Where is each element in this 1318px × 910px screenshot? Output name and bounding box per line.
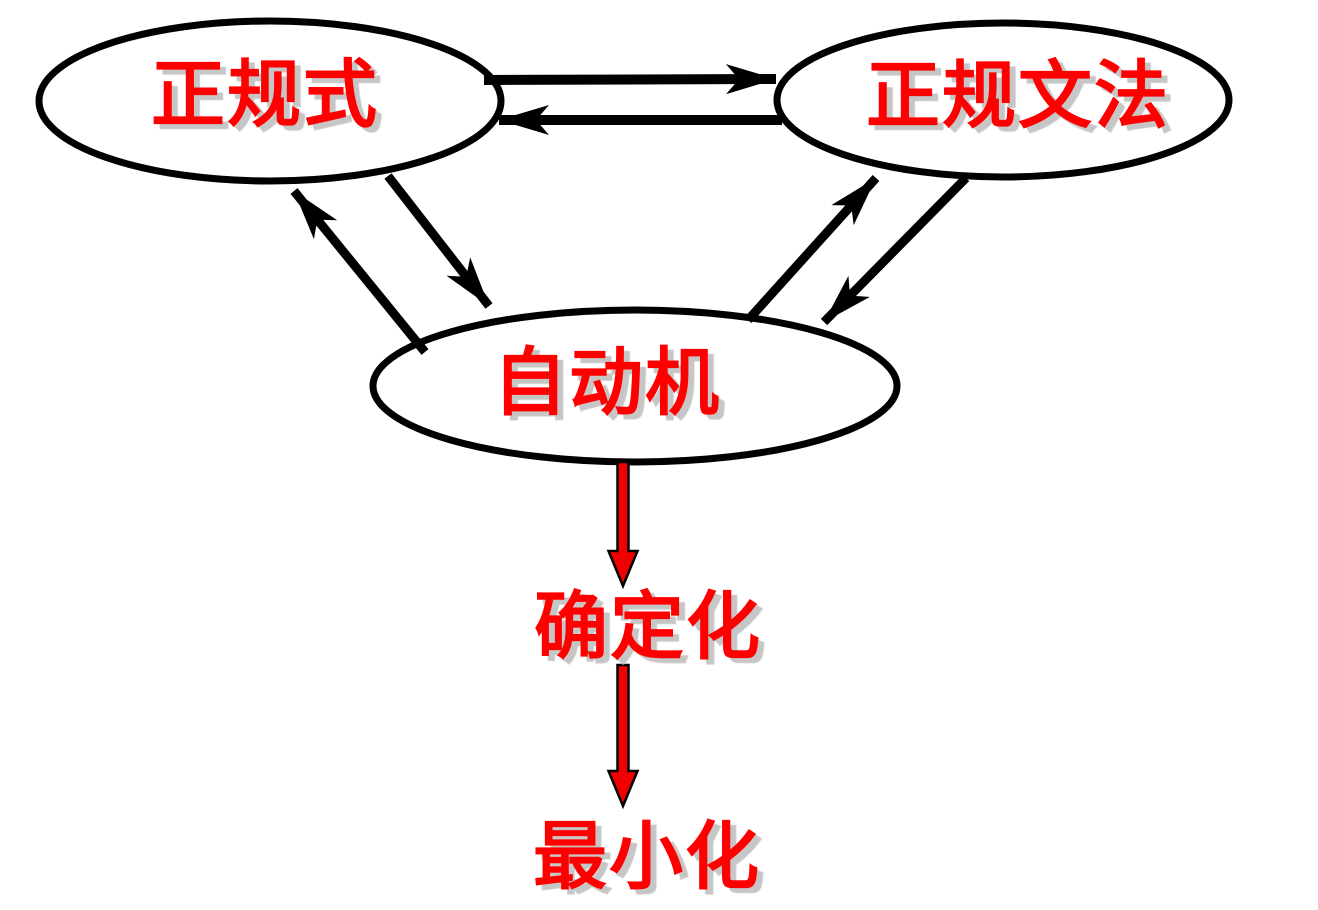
node-label-automaton: 自动机 bbox=[493, 340, 721, 426]
arrow-regex-to-automaton bbox=[384, 173, 493, 309]
node-label-regex: 正规式 bbox=[151, 52, 379, 138]
arrow-automaton-to-grammar bbox=[744, 174, 880, 324]
red-arrow-automaton-to-determinize bbox=[606, 460, 640, 590]
arrow-automaton-to-regex bbox=[290, 188, 429, 355]
node-label-regular-grammar: 正规文法 bbox=[866, 53, 1170, 139]
arrow-regex-to-grammar bbox=[483, 64, 777, 95]
ellipse-automaton bbox=[369, 306, 901, 466]
red-arrow-determinize-to-minimize bbox=[606, 663, 640, 810]
step-label-determinize: 确定化 bbox=[534, 584, 762, 670]
ellipse-regex bbox=[35, 17, 505, 185]
ellipse-regular-grammar bbox=[773, 19, 1233, 181]
arrow-grammar-to-automaton bbox=[820, 174, 970, 326]
step-label-minimize: 最小化 bbox=[533, 814, 761, 900]
